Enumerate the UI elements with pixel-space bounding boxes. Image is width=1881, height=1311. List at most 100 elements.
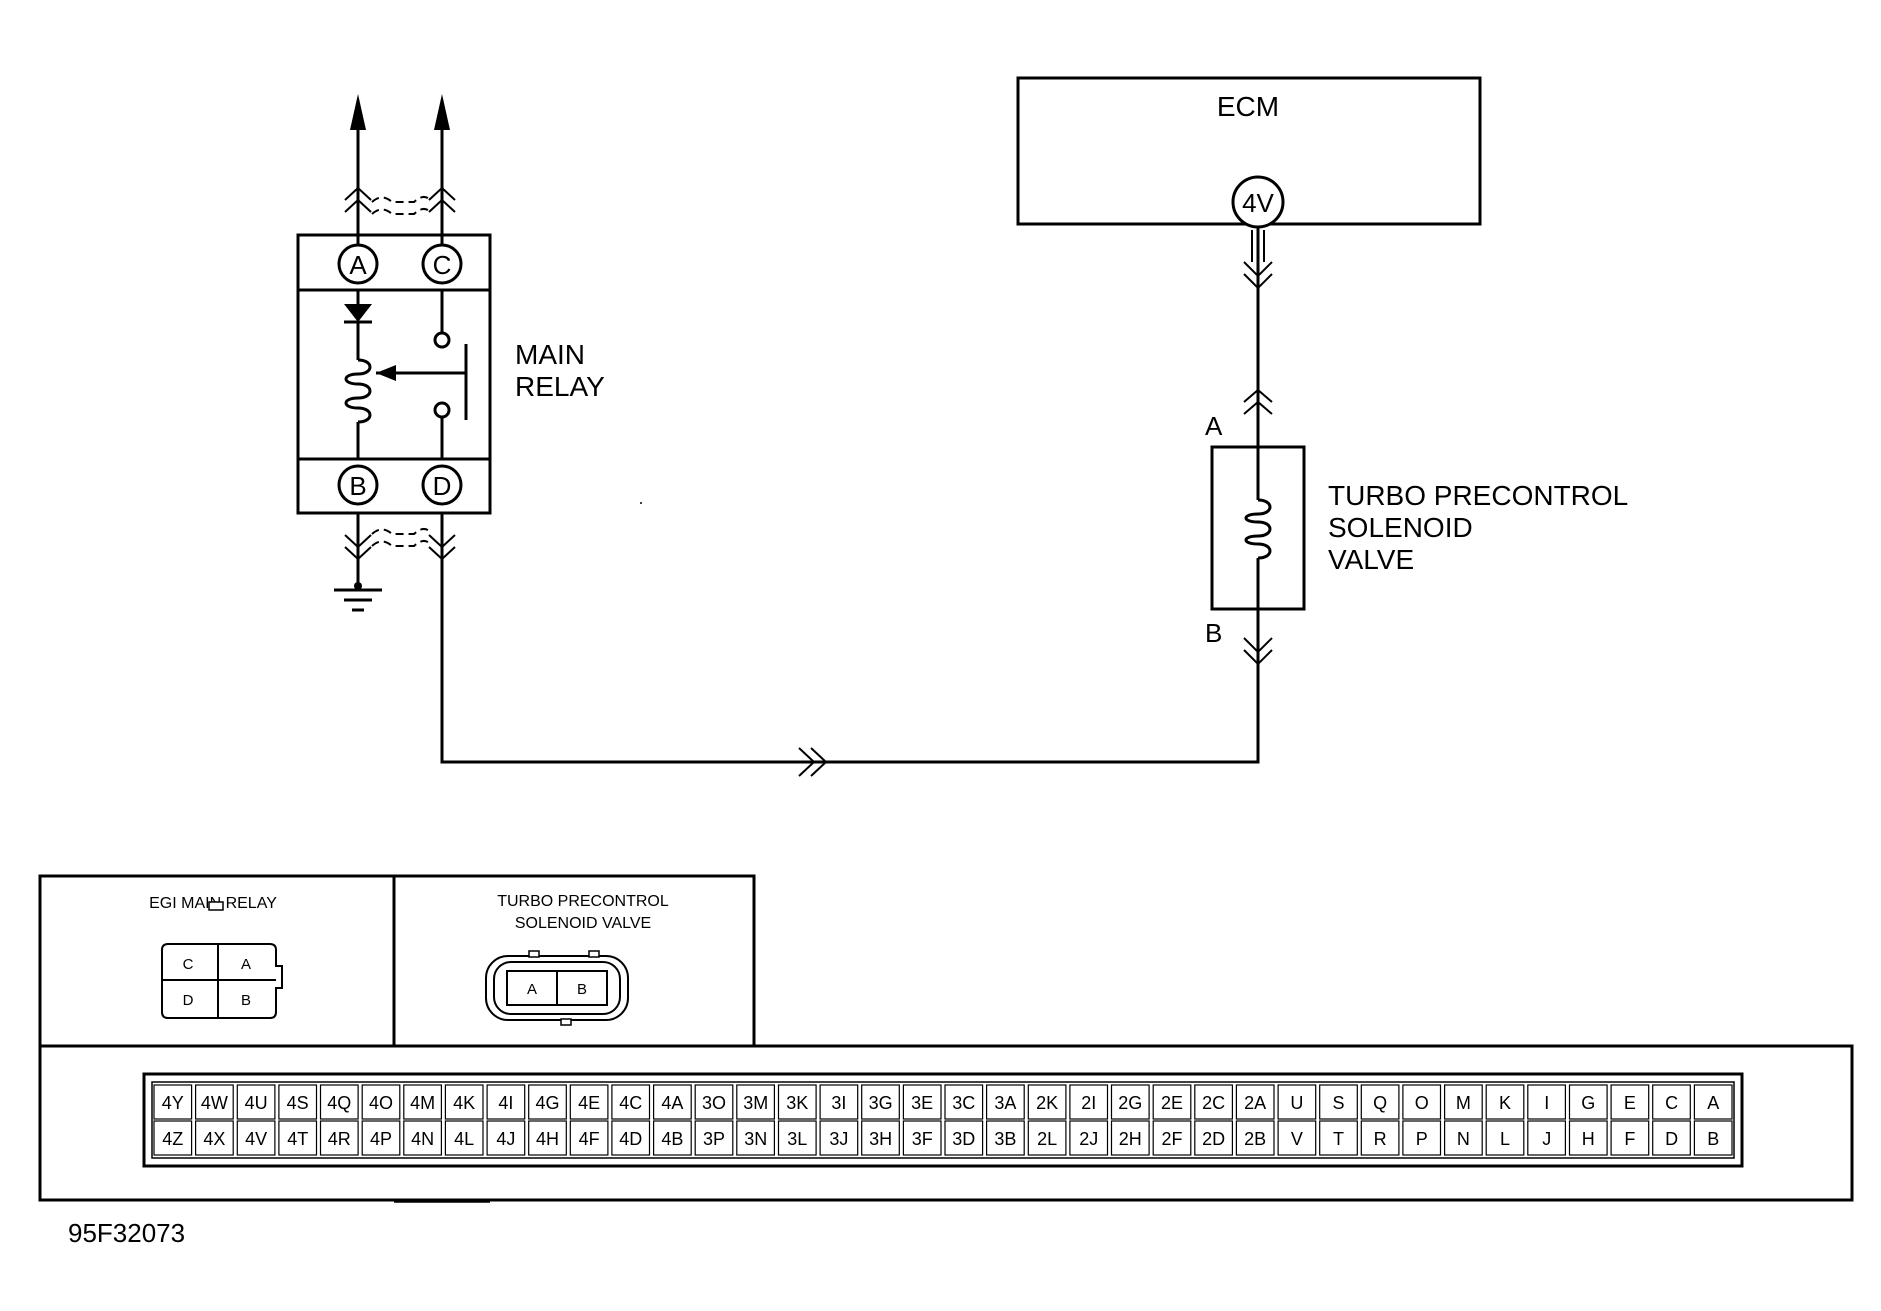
ecm-pin-label: 4S: [287, 1093, 309, 1113]
ecm-pin-label: N: [1457, 1129, 1470, 1149]
ecm-pin-label: 3P: [703, 1129, 725, 1149]
ecm-pin-cell: [1152, 1120, 1192, 1156]
ecm-pin-cell: [985, 1120, 1025, 1156]
ecm-pin-label: J: [1542, 1129, 1551, 1149]
ecm-pin-label: 2E: [1161, 1093, 1183, 1113]
diagram-code: 95F32073: [68, 1218, 185, 1248]
shield-dashed-line: [371, 196, 431, 203]
ecm-pin-label: 4I: [498, 1093, 513, 1113]
ecm-pin-label: 4A: [661, 1093, 683, 1113]
ecm-pin-label: 2J: [1079, 1129, 1098, 1149]
ecm-pin-label: 3H: [869, 1129, 892, 1149]
ecm-pin-cell: [1402, 1120, 1442, 1156]
connector-chevron-icon: [798, 747, 828, 777]
arrow-up-icon: [434, 94, 450, 130]
ecm-pin-cell: [1652, 1120, 1691, 1156]
ecm-pin-cell: [1485, 1084, 1525, 1120]
terminal-circle: [421, 243, 463, 285]
ecm-pin-label: 2L: [1037, 1129, 1057, 1149]
shield-dashed-line: [371, 208, 431, 215]
ecm-pin-label: T: [1333, 1129, 1344, 1149]
ecm-pin-label: 4Y: [162, 1093, 184, 1113]
ecm-pin-cell: [694, 1120, 734, 1156]
ecm-pin-cell: [777, 1120, 817, 1156]
ecm-pin-cell: [486, 1084, 526, 1120]
ecm-pin-label: 2F: [1161, 1129, 1182, 1149]
ecm-pin-cell: [153, 1084, 193, 1120]
ecm-pin-cell: [902, 1120, 942, 1156]
ecm-pin-cell: [1277, 1120, 1317, 1156]
ecm-pin-cell: [528, 1120, 567, 1156]
ecm-pin-cell: [1319, 1084, 1358, 1120]
main-relay-label-line2: RELAY: [515, 371, 605, 402]
ecm-pin-label: 4U: [245, 1093, 268, 1113]
ecm-pin-cell: [652, 1120, 692, 1156]
solenoid-label-line1: TURBO PRECONTROL: [1328, 480, 1628, 511]
ecm-pin-label: 4D: [619, 1129, 642, 1149]
connector-chevron-icon: [1243, 637, 1273, 666]
main-relay-label-line1: MAIN: [515, 339, 585, 370]
solenoid-terminal-a-label: A: [1205, 411, 1223, 441]
ecm-pin-label: 4R: [328, 1129, 351, 1149]
ecm-pin-label: 4H: [536, 1129, 559, 1149]
ecm-pin-label: I: [1544, 1093, 1549, 1113]
ecm-pin-cell: [1069, 1084, 1109, 1120]
ecm-pin-cell: [319, 1084, 359, 1120]
ecm-pin-label: 4O: [369, 1093, 393, 1113]
ecm-pin-label: 2G: [1118, 1093, 1142, 1113]
ecm-pin-cell: [1235, 1120, 1275, 1156]
ecm-pin-cell: [611, 1120, 651, 1156]
ecm-pin-cell: [985, 1084, 1025, 1120]
ecm-pin-cell: [361, 1084, 401, 1120]
ecm-pin-label: 4T: [287, 1129, 308, 1149]
ecm-pin-cell: [278, 1084, 318, 1120]
relay-terminal-d-label: D: [433, 471, 452, 501]
ecm-pin-cell: [1568, 1120, 1608, 1156]
ecm-pin-cell: [652, 1084, 692, 1120]
ecm-box: [1016, 76, 1482, 226]
ecm-pin-cell: [1235, 1084, 1275, 1120]
ecm-pin-cell: [1610, 1120, 1650, 1156]
ecm-pin-cell: [819, 1120, 859, 1156]
turbo-pin-a: A: [527, 981, 537, 998]
ecm-pin-cell: [736, 1120, 775, 1156]
main-relay: A C B D MAIN R: [296, 94, 605, 612]
ecm-connector-frame: [38, 1044, 1854, 1202]
ecm-pin-cell: [1568, 1084, 1608, 1120]
ecm-pin-cell: [819, 1084, 859, 1120]
ground-node: [354, 582, 362, 590]
ecm-pin-label: F: [1624, 1129, 1635, 1149]
ecm-pin-cell: [1152, 1084, 1192, 1120]
relay-terminal-a-label: A: [349, 250, 367, 280]
relay-d-to-solenoid-wire: [440, 513, 1260, 764]
ecm-pin-label: 2C: [1202, 1093, 1225, 1113]
ecm-pin-label: D: [1665, 1129, 1678, 1149]
ecm-pin-cell: [1693, 1120, 1733, 1156]
turbo-connector-title-line2: SOLENOID VALVE: [515, 915, 651, 932]
ecm-pin-label: 3L: [787, 1129, 807, 1149]
ecm-pin-cell: [1527, 1120, 1567, 1156]
connector-latch: [528, 950, 540, 958]
ecm-pin-label: 2D: [1202, 1129, 1225, 1149]
ecm-pin-label: 4V: [245, 1129, 267, 1149]
ecm-pin-label: 3J: [829, 1129, 848, 1149]
ecm-pin-cell: [1027, 1084, 1067, 1120]
ecm-pin-label: 3N: [744, 1129, 767, 1149]
solenoid-label-line3: VALVE: [1328, 544, 1414, 575]
solenoid-label-line2: SOLENOID: [1328, 512, 1473, 543]
egi-pin-b: B: [241, 992, 251, 1009]
ecm-pin-label: 3D: [952, 1129, 975, 1149]
ecm-pin-label: 4K: [453, 1093, 475, 1113]
connector-chevron-icon: [1243, 388, 1273, 415]
connector-latch: [588, 950, 600, 958]
diode-icon: [344, 304, 372, 322]
ecm-pin-cell: [944, 1120, 984, 1156]
ecm-pin-cell: [236, 1084, 276, 1120]
ecm-pin-label: 4M: [410, 1093, 435, 1113]
ecm-pin-label: H: [1582, 1129, 1595, 1149]
ecm-pin-cell: [1610, 1084, 1650, 1120]
terminal-circle: [337, 243, 379, 285]
